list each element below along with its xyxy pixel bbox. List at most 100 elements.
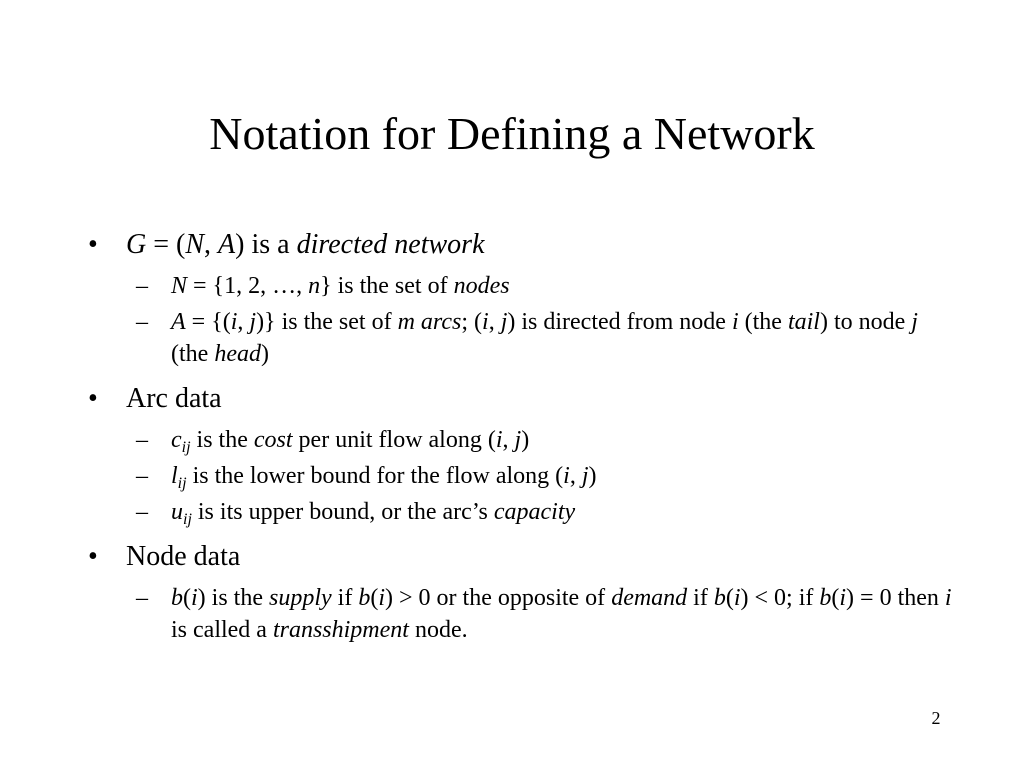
text-run: is the: [190, 427, 254, 453]
text-run: ) to node: [819, 309, 912, 335]
text-run: i: [731, 309, 739, 335]
bullet-list: •G = (N, A) is a directed network–N = {1…: [80, 224, 960, 646]
text-run: ) is directed from node: [507, 309, 732, 335]
text-run: i: [495, 427, 503, 453]
text-run: (: [370, 585, 379, 611]
page-number: 2: [931, 708, 941, 728]
text-run: N: [185, 229, 205, 260]
text-run: (the: [171, 341, 215, 367]
text-run: l: [171, 463, 178, 489]
text-run: b: [358, 585, 371, 611]
text-run: i: [482, 309, 489, 335]
text-run: j: [500, 309, 508, 335]
text-run: ) < 0; if: [740, 585, 820, 611]
bullet-dot: •: [88, 229, 98, 260]
bullet-item: • Node data: [80, 536, 960, 578]
text-run: ij: [183, 511, 192, 528]
text-run: transshipment: [272, 617, 409, 643]
text-run: node.: [408, 617, 468, 643]
text-run: b: [819, 585, 832, 611]
text-run: i: [230, 309, 238, 335]
text-run: Arc data: [126, 383, 222, 414]
text-run: capacity: [493, 499, 576, 525]
text-run: is its upper bound, or the arc’s: [191, 499, 494, 525]
text-run: ) = 0 then: [846, 585, 945, 611]
text-run: per unit flow along (: [292, 427, 496, 453]
text-run: j: [581, 463, 589, 489]
text-run: ij: [177, 475, 187, 492]
text-run: i: [191, 585, 198, 611]
text-run: ): [521, 427, 530, 453]
text-run: head: [214, 341, 261, 367]
text-run: u: [171, 499, 183, 525]
text-run: i: [563, 463, 570, 489]
text-run: ,: [502, 427, 515, 453]
bullet-dash: –: [136, 499, 148, 525]
text-run: = (: [146, 229, 186, 260]
text-run: i: [378, 585, 386, 611]
text-run: (the: [738, 309, 788, 335]
text-run: ,: [204, 229, 219, 260]
text-run: } is the set of: [320, 273, 454, 299]
bullet-dash: –: [136, 585, 148, 611]
text-run: G: [126, 229, 147, 260]
text-run: j: [514, 427, 522, 453]
text-run: (: [725, 585, 734, 611]
text-run: ) > 0 or the opposite of: [385, 585, 612, 611]
text-run: if: [687, 585, 714, 611]
text-run: if: [331, 585, 359, 611]
text-run: is called a: [171, 617, 273, 643]
bullet-item: • Arc data: [80, 378, 960, 420]
text-run: tail: [787, 309, 820, 335]
text-run: = {1, 2, …,: [187, 273, 309, 299]
text-run: j: [249, 309, 257, 335]
text-run: ): [260, 341, 269, 367]
slide-title: Notation for Defining a Network: [209, 108, 815, 159]
text-run: Node data: [126, 541, 241, 572]
text-run: A: [171, 309, 186, 335]
text-run: n: [308, 273, 321, 299]
bullet-dot: •: [88, 383, 98, 414]
text-run: ,: [569, 463, 582, 489]
sub-bullet-item: –N = {1, 2, …, n} is the set of nodes: [80, 270, 960, 302]
text-run: ) is the: [197, 585, 269, 611]
sub-bullet-item: –b(i) is the supply if b(i) > 0 or the o…: [80, 582, 960, 646]
text-run: N: [171, 273, 188, 299]
text-run: ij: [181, 439, 191, 456]
bullet-dash: –: [136, 427, 148, 453]
text-run: supply: [269, 585, 332, 611]
text-run: cost: [253, 427, 293, 453]
text-run: m arcs: [397, 309, 462, 335]
text-run: nodes: [453, 273, 510, 299]
text-run: is the lower bound for the flow along (: [186, 463, 564, 489]
bullet-dash: –: [136, 463, 148, 489]
text-run: i: [733, 585, 741, 611]
text-run: b: [171, 585, 183, 611]
bullet-item: • G = (N, A) is a directed network: [80, 224, 960, 266]
text-run: demand: [611, 585, 688, 611]
text-run: i: [944, 585, 952, 611]
bullet-dot: •: [88, 541, 98, 572]
text-run: = {(: [185, 309, 231, 335]
text-run: ; (: [461, 309, 483, 335]
text-run: ): [588, 463, 597, 489]
text-run: (: [183, 585, 191, 611]
text-run: ,: [237, 309, 250, 335]
text-run: directed network: [296, 229, 485, 260]
text-run: ,: [488, 309, 501, 335]
text-run: i: [839, 585, 847, 611]
sub-bullet-item: –uij is its upper bound, or the arc’s ca…: [80, 496, 960, 528]
text-run: (: [831, 585, 840, 611]
text-run: A: [218, 229, 236, 260]
sub-bullet-item: –A = {(i, j)} is the set of m arcs; (i, …: [80, 306, 960, 370]
text-run: j: [911, 309, 918, 335]
text-run: c: [171, 427, 182, 453]
text-run: b: [713, 585, 726, 611]
text-run: )} is the set of: [256, 309, 398, 335]
bullet-dash: –: [136, 309, 148, 335]
text-run: ) is a: [235, 229, 297, 260]
sub-bullet-item: –lij is the lower bound for the flow alo…: [80, 460, 960, 492]
bullet-dash: –: [136, 273, 148, 299]
sub-bullet-item: –cij is the cost per unit flow along (i,…: [80, 424, 960, 456]
